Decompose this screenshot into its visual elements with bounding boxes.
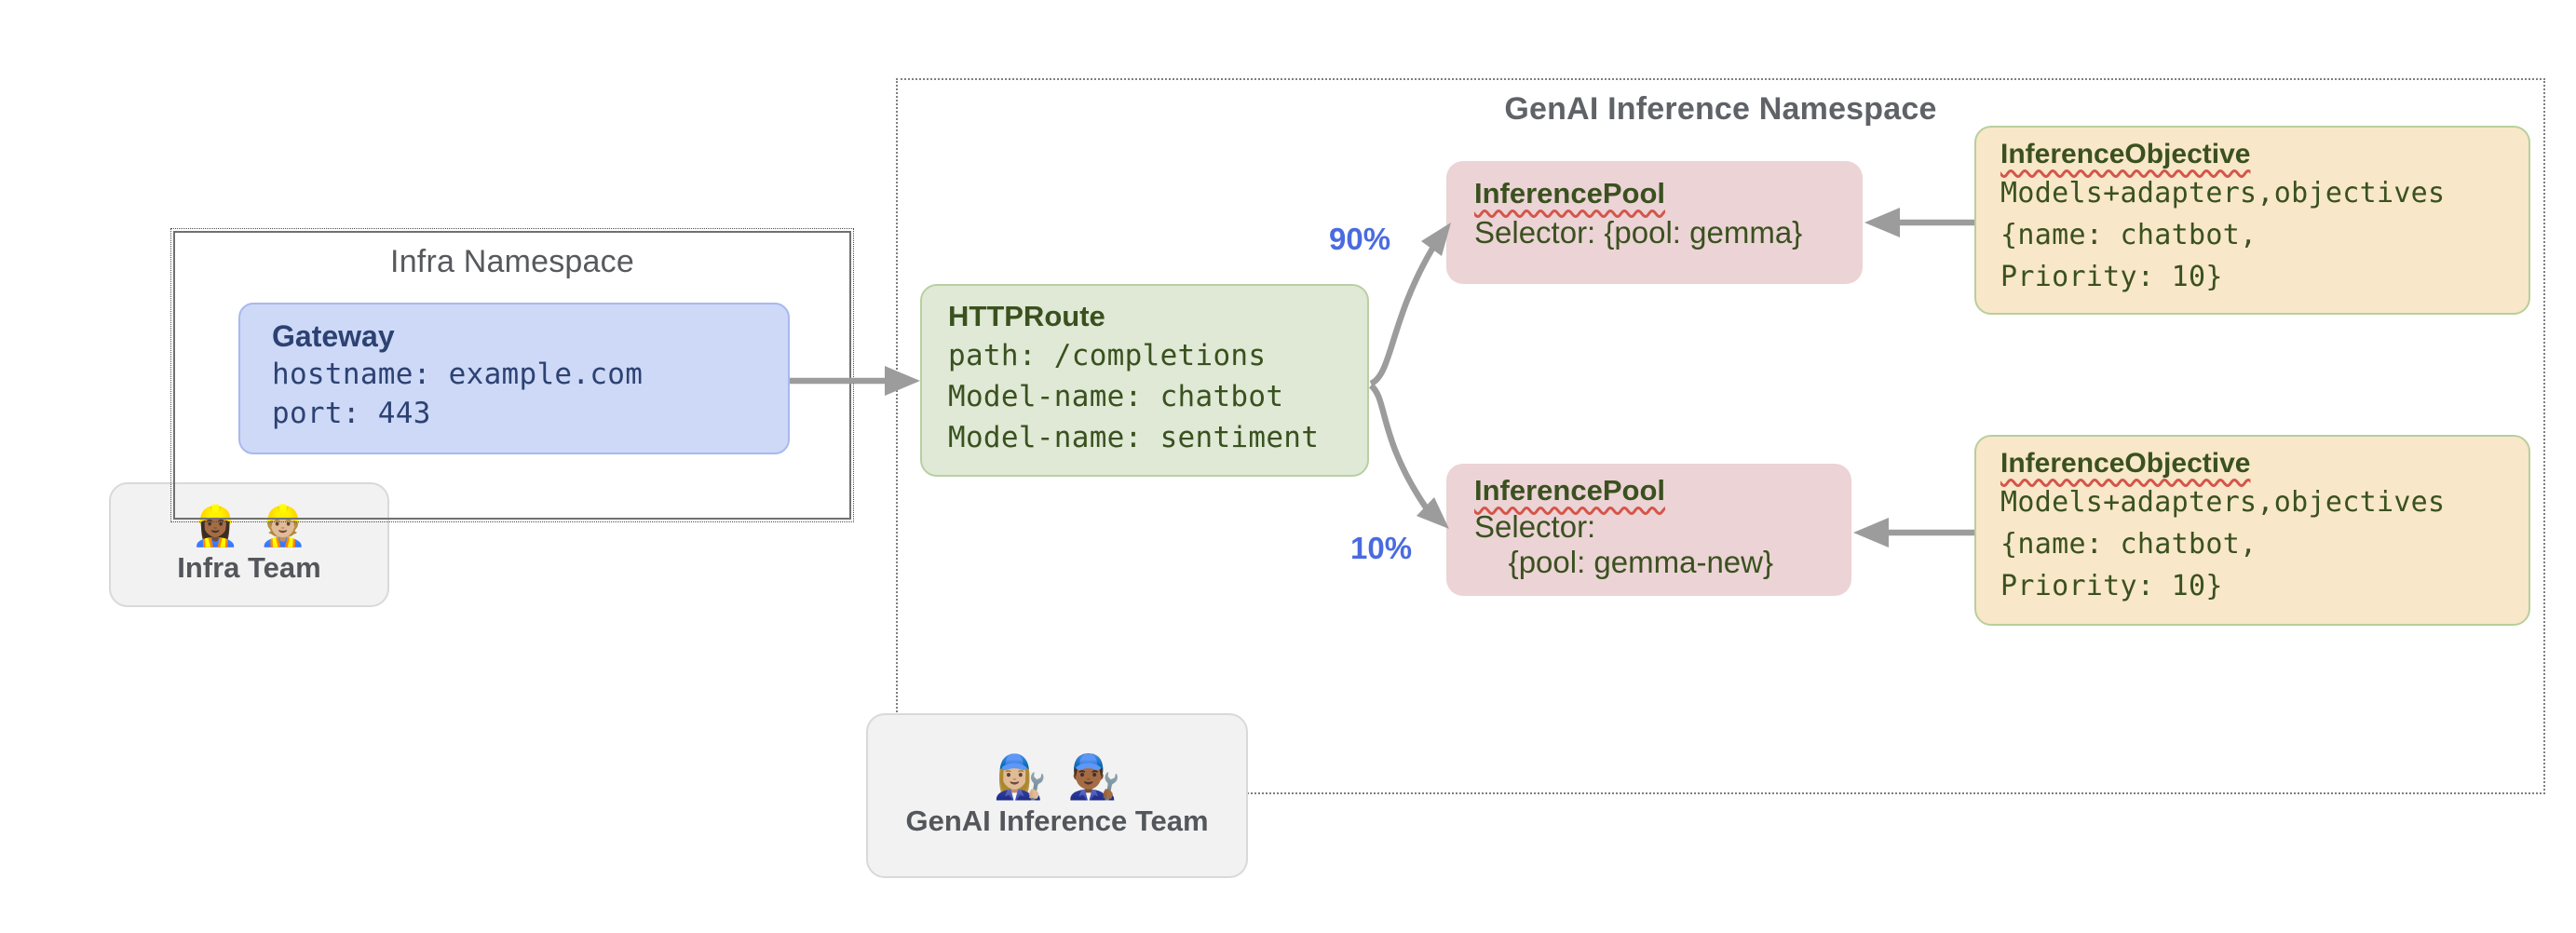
traffic-split-90-label: 90%	[1329, 222, 1391, 256]
man-mechanic-emoji: 👨🏾‍🔧	[1067, 752, 1121, 802]
inference-objective-top-box: InferenceObjective Models+adapters,objec…	[1974, 126, 2530, 315]
infra-team-members: 👷🏾‍♀️ 👷🏼	[191, 503, 307, 548]
infra-team-label: Infra Team	[177, 551, 321, 585]
httproute-title: HTTPRoute	[948, 300, 1105, 332]
gateway-port-line: port: 443	[272, 397, 431, 430]
gateway-hostname-line: hostname: example.com	[272, 358, 644, 391]
inference-pool-gemma-box: InferencePool Selector: {pool: gemma}	[1446, 161, 1863, 284]
inference-objective-bottom-box: InferenceObjective Models+adapters,objec…	[1974, 435, 2530, 626]
httproute-model-chatbot-line: Model-name: chatbot	[948, 379, 1284, 413]
genai-namespace-title: GenAI Inference Namespace	[1504, 91, 1937, 127]
objective-models-line: Models+adapters,objectives	[2000, 176, 2446, 210]
genai-inference-namespace-box: GenAI Inference Namespace	[896, 78, 2545, 794]
httproute-path-line: path: /completions	[948, 338, 1267, 372]
genai-inference-team-card: 👩🏼‍🔧 👨🏾‍🔧 GenAI Inference Team	[866, 713, 1248, 878]
pool-selector-line: Selector: {pool: gemma}	[1474, 214, 1803, 250]
genai-team-label: GenAI Inference Team	[905, 804, 1209, 837]
objective-priority-line: Priority: 10}	[2000, 569, 2223, 602]
inference-objective-title: InferenceObjective	[2000, 448, 2251, 479]
infra-team-card: 👷🏾‍♀️ 👷🏼 Infra Team	[109, 482, 389, 607]
gateway-title: Gateway	[272, 319, 395, 353]
pool-selector-line: Selector:	[1474, 508, 1596, 544]
inference-pool-gemma-new-box: InferencePool Selector: {pool: gemma-new…	[1446, 464, 1851, 596]
genai-team-members: 👩🏼‍🔧 👨🏾‍🔧	[994, 753, 1121, 801]
inference-pool-title: InferencePool	[1474, 177, 1665, 210]
objective-name-line: {name: chatbot,	[2000, 527, 2257, 561]
woman-mechanic-emoji: 👩🏼‍🔧	[993, 752, 1047, 802]
httproute-model-sentiment-line: Model-name: sentiment	[948, 420, 1320, 454]
inference-pool-title: InferencePool	[1474, 474, 1665, 507]
objective-name-line: {name: chatbot,	[2000, 218, 2257, 251]
traffic-split-10-label: 10%	[1350, 531, 1413, 565]
objective-models-line: Models+adapters,objectives	[2000, 485, 2446, 519]
man-construction-worker-emoji: 👷🏼	[258, 503, 307, 548]
infra-namespace-title: Infra Namespace	[390, 244, 634, 279]
pool-selector-value-line: {pool: gemma-new}	[1474, 544, 1774, 579]
woman-construction-worker-emoji: 👷🏾‍♀️	[191, 503, 240, 548]
httproute-box: HTTPRoute path: /completions Model-name:…	[920, 284, 1369, 477]
objective-priority-line: Priority: 10}	[2000, 260, 2223, 293]
inference-objective-title: InferenceObjective	[2000, 139, 2251, 169]
gateway-box: Gateway hostname: example.com port: 443	[238, 303, 790, 454]
